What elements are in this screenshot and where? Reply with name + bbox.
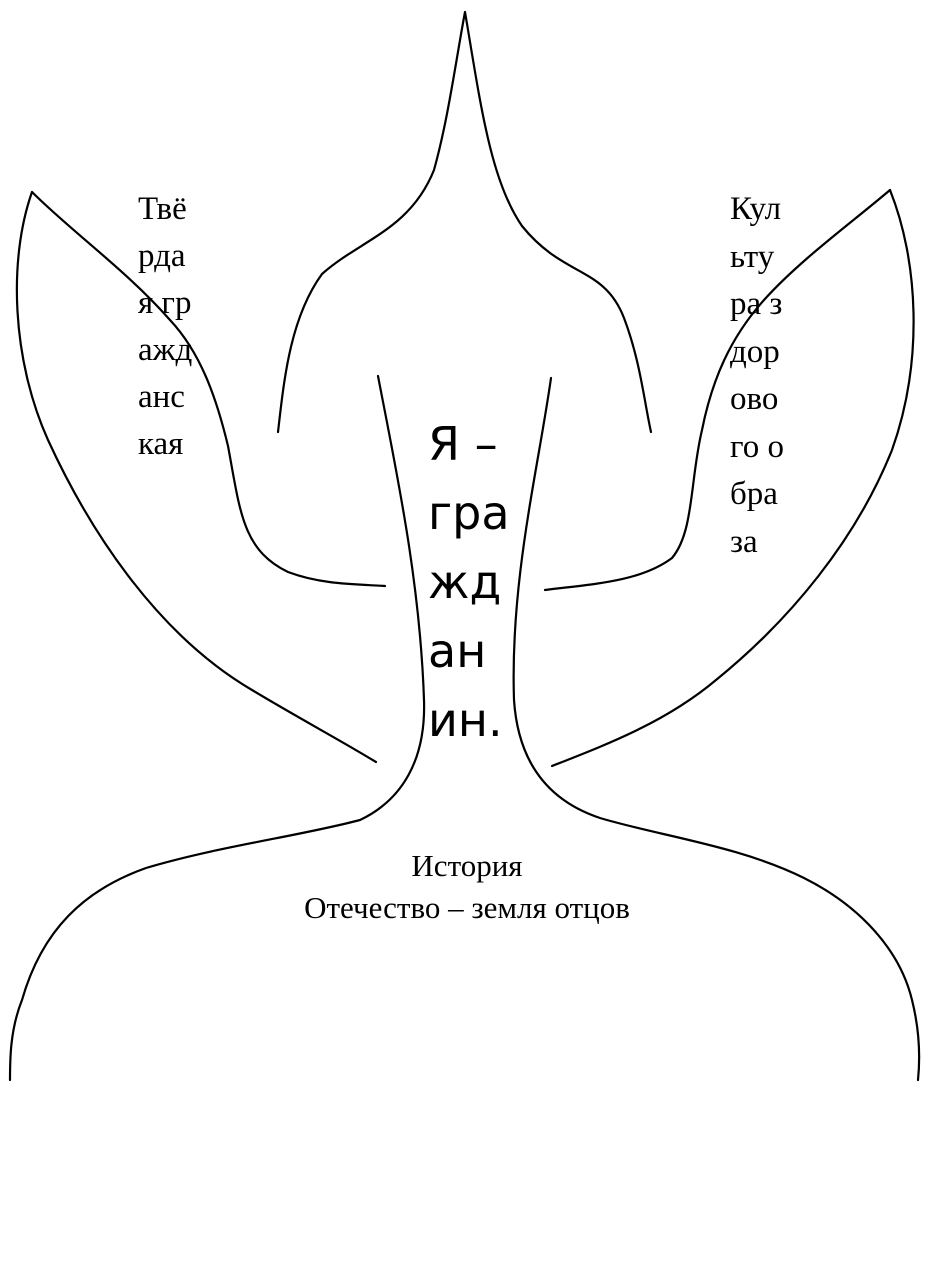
trunk-right-outline bbox=[514, 378, 919, 1080]
left-branch-label: Твёрдая гражданская bbox=[138, 186, 196, 468]
base-title: История bbox=[200, 846, 734, 886]
crown-outline bbox=[278, 12, 651, 432]
left-wing-outer-outline bbox=[17, 192, 376, 762]
right-branch-label: Культура здорового образа bbox=[730, 186, 786, 566]
right-wing-inner-outline bbox=[545, 190, 890, 590]
trunk-label: Я – гражданин. bbox=[428, 410, 510, 830]
left-wing-inner-outline bbox=[32, 192, 385, 586]
trunk-left-outline bbox=[10, 376, 424, 1080]
base-subtitle: Отечество – земля отцов bbox=[200, 888, 734, 928]
